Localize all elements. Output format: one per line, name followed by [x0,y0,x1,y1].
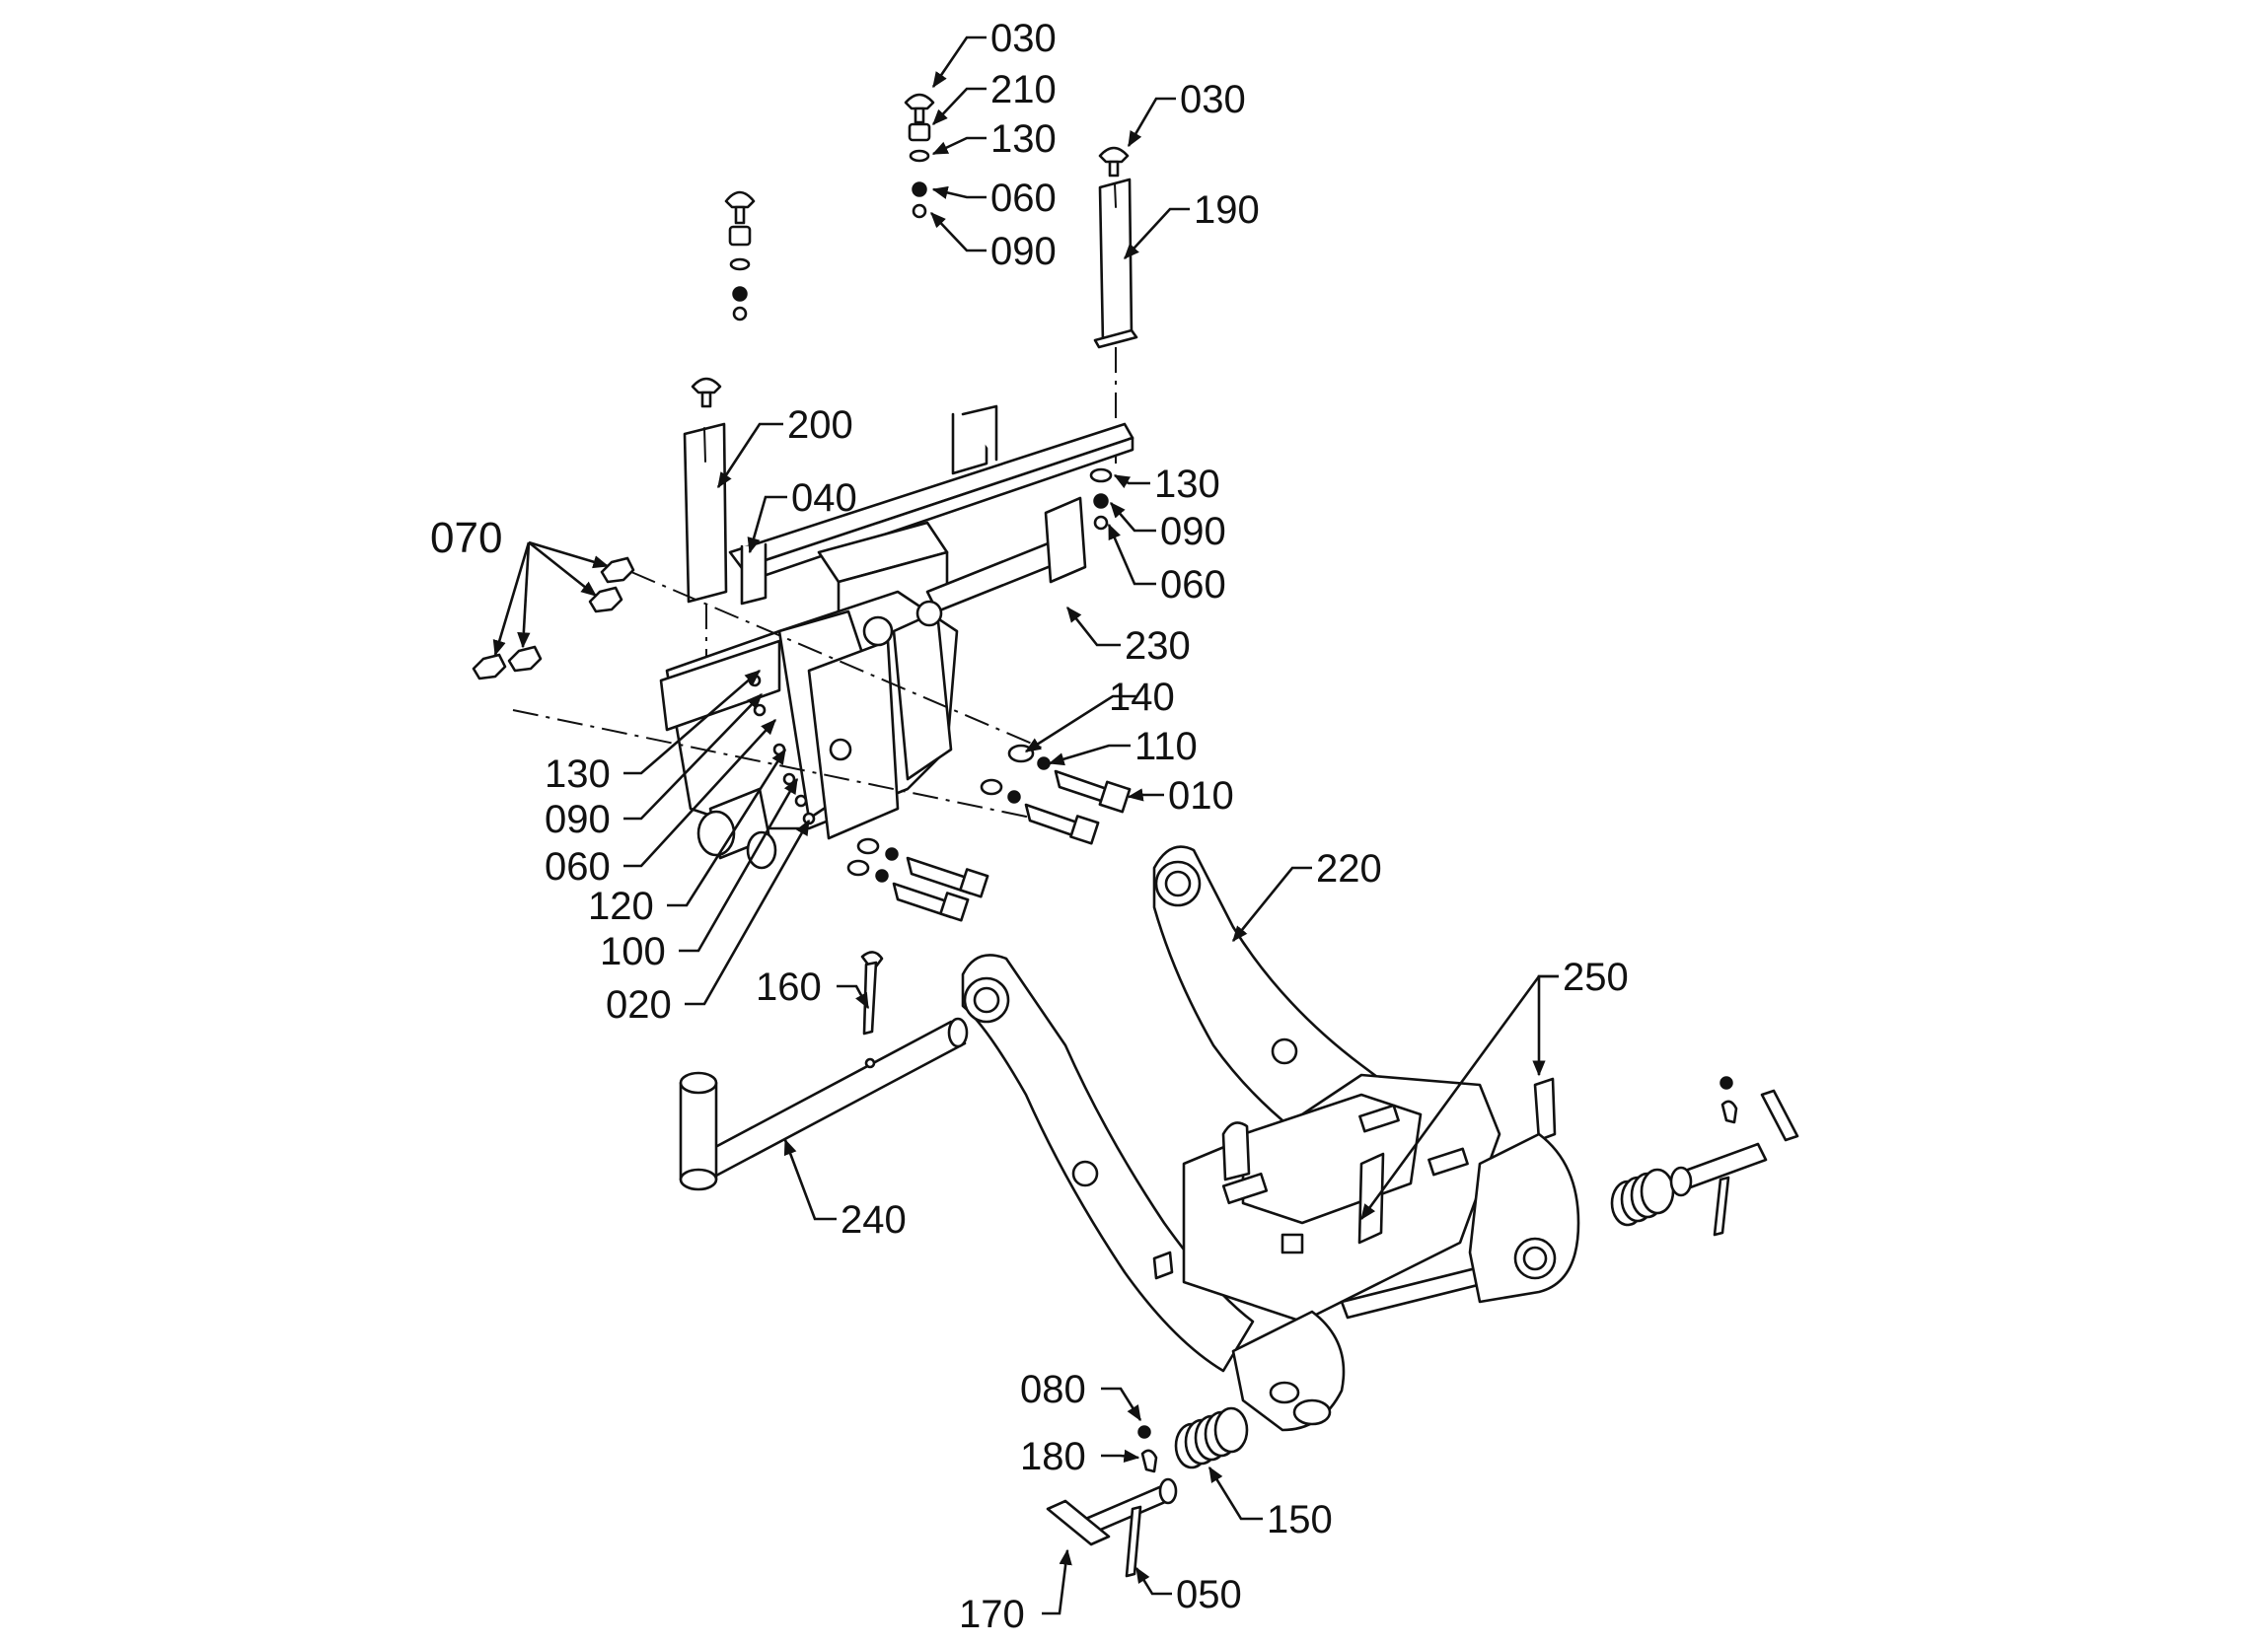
callout-200: 200 [787,403,853,447]
callout-140: 140 [1109,676,1175,719]
callout-010: 010 [1168,774,1234,818]
callout-150: 150 [1267,1498,1333,1541]
callout-130-left: 130 [545,752,611,796]
callout-030-right: 030 [1180,78,1246,121]
callout-250: 250 [1563,956,1629,999]
callout-090-left: 090 [545,798,611,841]
top-fastener-stack [904,93,935,219]
callout-100: 100 [600,930,666,973]
callout-230: 230 [1125,624,1191,668]
plate-200 [683,377,728,750]
pin-160 [860,951,884,1069]
carriage-250 [1152,1073,1580,1432]
leader-lines [492,36,1559,1615]
arm-lower [961,954,1255,1373]
main-frame-assembly [512,404,1134,870]
pin-170 [1046,1477,1178,1546]
callout-050: 050 [1176,1573,1242,1616]
callout-110: 110 [1134,725,1198,768]
callout-220: 220 [1316,847,1382,891]
callout-060-left: 060 [545,845,611,889]
callout-210: 210 [990,68,1057,111]
callout-170: 170 [959,1593,1025,1636]
nuts-070 [472,556,635,680]
callout-080: 080 [1020,1368,1086,1411]
callout-090-right: 090 [1160,510,1226,553]
spring-right [1610,1076,1799,1237]
pin-050 [1125,1505,1142,1578]
bolt-set-010 [846,744,1132,922]
loose-fastener-stack [724,190,756,322]
callout-060-top: 060 [990,177,1057,220]
callout-190: 190 [1194,188,1260,232]
handle-240 [679,1017,969,1191]
callout-180: 180 [1020,1435,1086,1478]
arm-220 [1152,845,1403,1166]
callout-labels: 030 210 130 060 090 030 190 200 040 070 … [430,17,1629,1636]
callout-130-right: 130 [1154,463,1220,506]
spring-150 [1174,1406,1249,1469]
callout-040: 040 [791,476,857,520]
plate-190 [1093,146,1138,464]
callout-160: 160 [756,966,822,1009]
callout-070: 070 [430,514,502,562]
callout-020: 020 [606,983,672,1027]
callout-130-top: 130 [990,117,1057,161]
callout-090-top: 090 [990,230,1057,273]
clip-180 [1137,1425,1158,1473]
callout-060-right: 060 [1160,563,1226,607]
callout-240: 240 [841,1198,907,1242]
right-fastener-stack [1089,467,1113,531]
callout-030-top: 030 [990,17,1057,60]
callout-120: 120 [588,885,654,928]
